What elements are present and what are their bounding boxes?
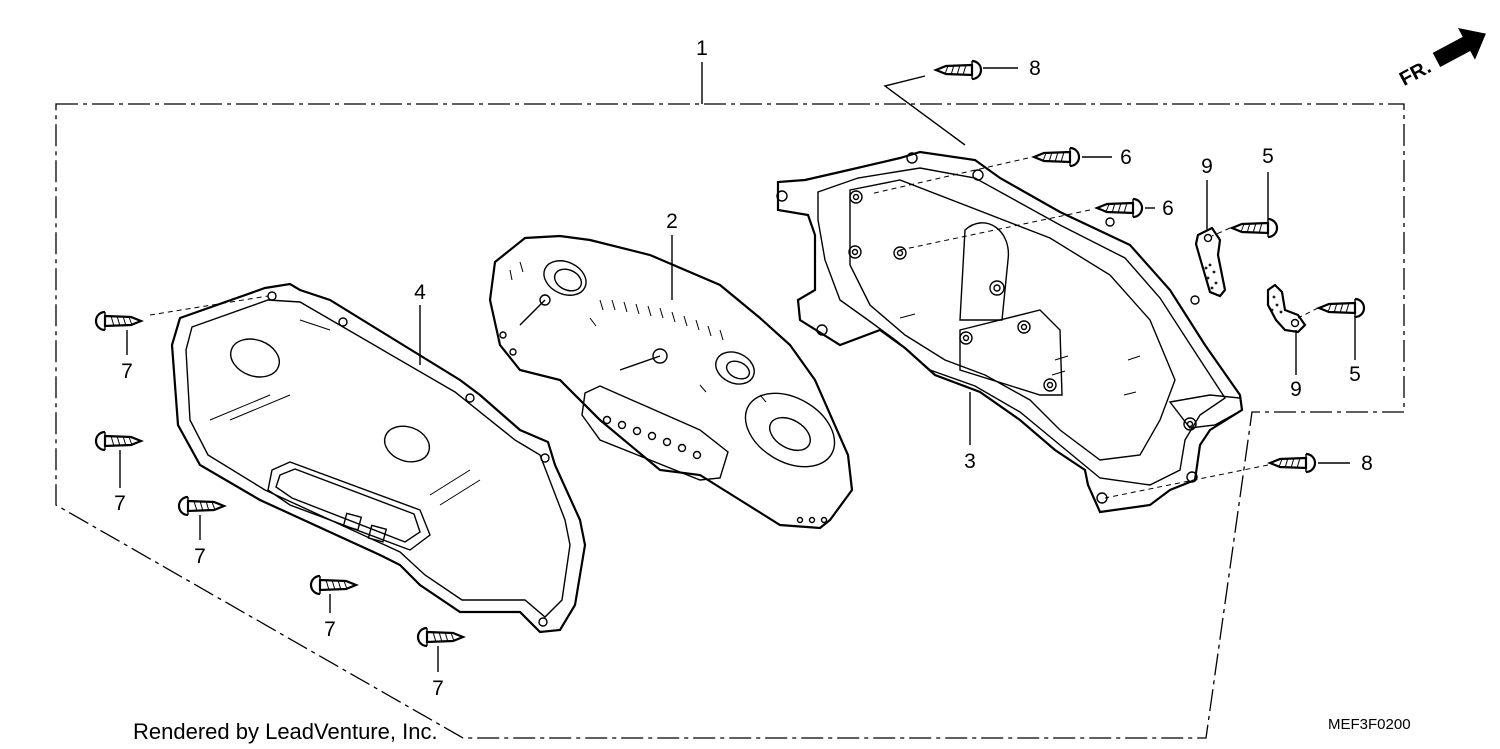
callout-2: 2 <box>666 210 678 233</box>
screw-7-a <box>94 310 143 332</box>
screw-5-top <box>1230 217 1279 239</box>
front-arrow-icon <box>1432 28 1486 67</box>
callout-8-lower: 8 <box>1361 452 1373 475</box>
callout-7-b: 7 <box>114 492 126 515</box>
callout-8-top: 8 <box>1029 57 1041 80</box>
screw-7-d <box>309 574 358 596</box>
callout-7-e: 7 <box>432 677 444 700</box>
callout-6-lower: 6 <box>1162 197 1174 220</box>
diagram-code: MEF3F0200 <box>1328 716 1411 733</box>
credit-text: Rendered by LeadVenture, Inc. <box>133 719 438 744</box>
callout-7-d: 7 <box>324 618 336 641</box>
callout-7-c: 7 <box>194 545 206 568</box>
instrument-panel <box>488 234 854 530</box>
assembly-outline <box>55 103 1405 739</box>
lens-cover <box>170 282 587 634</box>
callout-9-upper: 9 <box>1201 155 1213 178</box>
screw-6-top <box>1032 146 1081 168</box>
callout-1: 1 <box>696 37 708 60</box>
meter-case <box>776 150 1244 514</box>
front-direction-indicator: FR. <box>1396 28 1486 91</box>
callout-4: 4 <box>414 281 426 304</box>
screw-6-lower <box>1095 197 1144 219</box>
damper-rubber-upper <box>1194 226 1227 298</box>
screw-5-lower <box>1317 297 1366 319</box>
screw-8-lower <box>1268 452 1317 474</box>
screw-7-c <box>177 495 226 517</box>
screw-8-top <box>934 59 983 81</box>
callouts: 1 2 3 4 5 5 6 6 7 7 7 7 7 8 8 9 9 <box>114 37 1373 700</box>
screw-7-e <box>416 626 465 648</box>
damper-rubber-lower <box>1266 283 1307 334</box>
callout-7-a: 7 <box>121 360 133 383</box>
callout-5-top: 5 <box>1262 145 1274 168</box>
callout-6-top: 6 <box>1120 146 1132 169</box>
screw-7-b <box>94 430 143 452</box>
front-label: FR. <box>1396 56 1435 91</box>
callout-3: 3 <box>964 450 976 473</box>
callout-5-lower: 5 <box>1349 363 1361 386</box>
callout-9-lower: 9 <box>1290 378 1302 401</box>
leader-lines <box>119 62 1356 672</box>
